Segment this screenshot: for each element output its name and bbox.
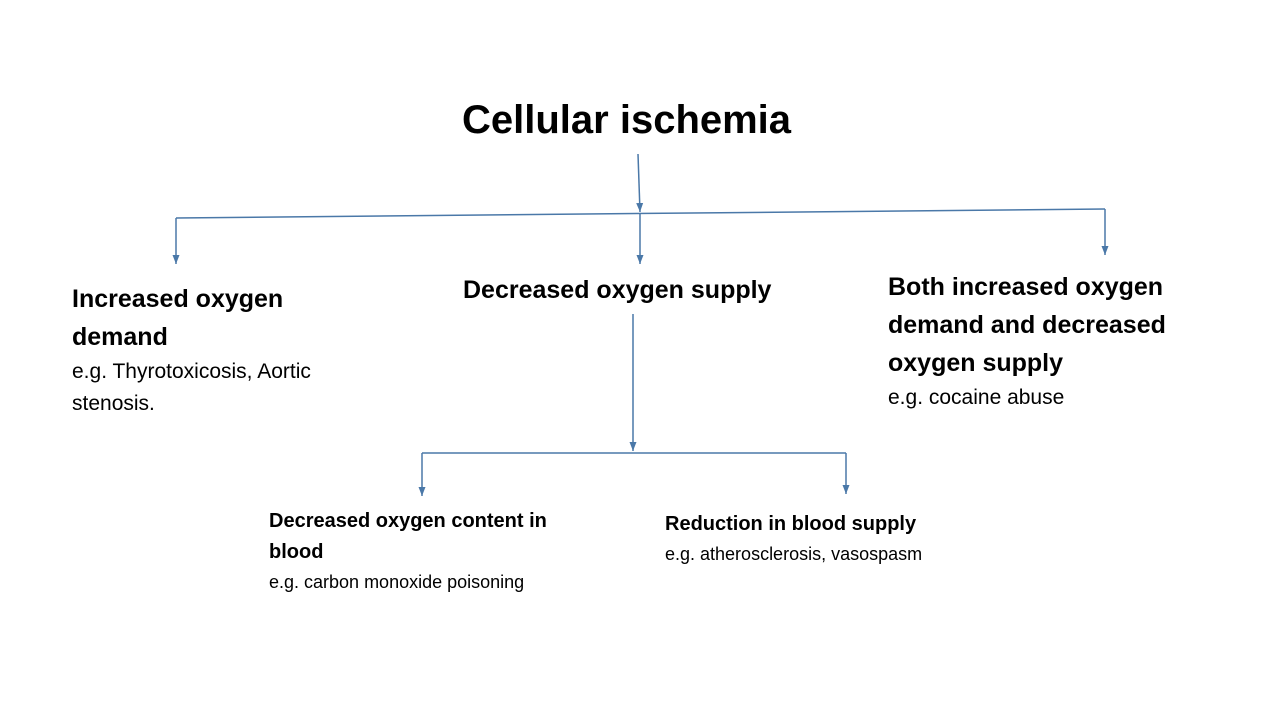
blood-supply-label: Reduction in blood supply [665,513,917,535]
root-label: Cellular ischemia [462,98,792,142]
blood-supply-node: Reduction in blood supply e.g. atheroscl… [665,509,1085,569]
decreased-supply-label: Decreased oxygen supply [463,276,772,304]
oxygen-content-example: e.g. carbon monoxide poisoning [269,572,525,592]
increased-demand-node: Increased oxygen demand e.g. Thyrotoxico… [72,280,352,420]
oxygen-content-label: Decreased oxygen content in blood [269,510,547,563]
blood-supply-example: e.g. atherosclerosis, vasospasm [665,544,923,564]
both-example: e.g. cocaine abuse [888,386,1065,409]
both-label: Both increased oxygen demand and decreas… [888,273,1166,377]
increased-demand-label: Increased oxygen demand [72,285,284,351]
increased-demand-example: e.g. Thyrotoxicosis, Aortic stenosis. [72,360,311,415]
both-node: Both increased oxygen demand and decreas… [888,268,1248,414]
decreased-supply-node: Decreased oxygen supply [463,271,843,309]
root-node: Cellular ischemia [462,96,862,144]
root-to-bar-arrow [636,153,644,213]
oxygen-content-node: Decreased oxygen content in blood e.g. c… [269,506,569,597]
